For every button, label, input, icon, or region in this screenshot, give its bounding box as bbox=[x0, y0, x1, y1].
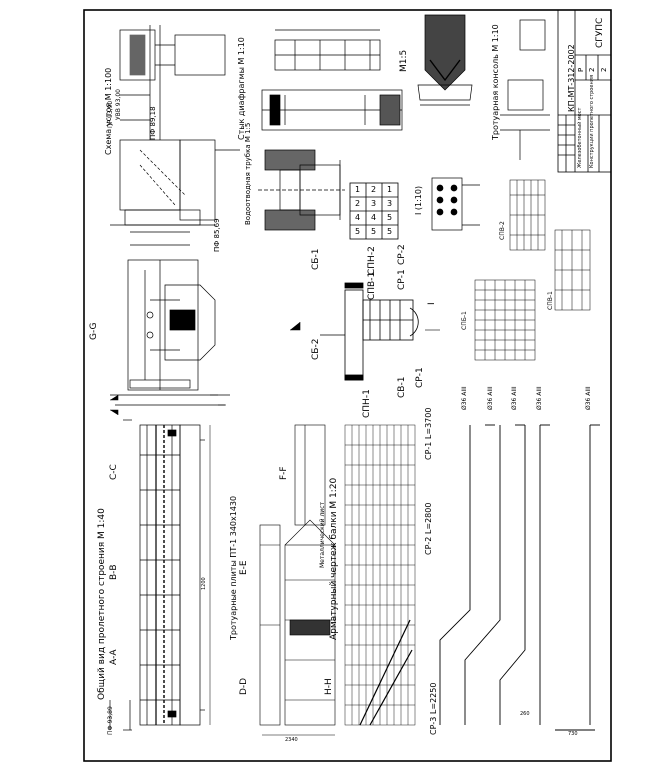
level-pr1: ПР 93,90 bbox=[107, 100, 114, 128]
rebar-label-spn1: СПН-1 bbox=[362, 389, 372, 418]
node-i-mark: I bbox=[427, 302, 437, 305]
label-gg: G-G bbox=[89, 322, 99, 340]
rebar-label-cp1: СР-1 L=3700 bbox=[424, 407, 433, 460]
title-org: СГУПС bbox=[595, 17, 605, 48]
bar-mark-a: Ø36 AIII bbox=[461, 386, 468, 410]
bar-mark-d: Ø36 AIII bbox=[536, 386, 543, 410]
table-cell: 2 bbox=[355, 199, 361, 208]
table-cell: 1 bbox=[387, 185, 393, 194]
drain-detail-title: Водоотводная трубка М 1:5 bbox=[244, 122, 252, 225]
table-cell: 1 bbox=[355, 185, 361, 194]
rebar-cages bbox=[474, 179, 591, 361]
rebar-label-sv1: СВ-1 bbox=[397, 376, 407, 398]
m15-detail bbox=[417, 14, 473, 106]
level-pr2: УВВ 93,00 bbox=[115, 89, 122, 120]
bar-mark-c: Ø36 AIII bbox=[511, 386, 518, 410]
sidewalk-slabs-title: Тротуарные плиты ПТ-1 340х1430 bbox=[229, 495, 238, 640]
rebar-label-sb1: СБ-1 bbox=[311, 248, 321, 270]
level-pd: ПФ 93,89 bbox=[107, 706, 114, 735]
table-cell: 2 bbox=[371, 185, 377, 194]
beam-section bbox=[320, 282, 419, 381]
title-code: КП-МТ-312-2002 bbox=[567, 44, 576, 112]
table-cell: 5 bbox=[387, 227, 393, 236]
bar-mark-b: Ø36 AIII bbox=[487, 386, 494, 410]
node-i-title: I (1:10) bbox=[414, 185, 423, 215]
rebar-label-sr1-top: СР-1 bbox=[397, 269, 407, 290]
section-dd-ee bbox=[259, 424, 336, 736]
table-cell: 5 bbox=[371, 227, 377, 236]
node-i-detail bbox=[431, 177, 480, 231]
dim-730: 730 bbox=[568, 731, 578, 737]
drain-detail bbox=[258, 149, 345, 231]
table-cell: 5 bbox=[387, 213, 393, 222]
label-bb: В-В bbox=[109, 564, 119, 580]
table-cell: 5 bbox=[355, 227, 361, 236]
rebar-label-spv1: СПВ-1 bbox=[367, 271, 377, 300]
label-dd: D-D bbox=[239, 677, 249, 695]
title-block bbox=[557, 9, 612, 173]
bent-bars bbox=[439, 424, 600, 731]
dim-260: 260 bbox=[520, 711, 530, 717]
title-subject-main: Железобетонный мост bbox=[577, 107, 583, 168]
level-pr3: ПФ 89,18 bbox=[149, 106, 157, 140]
label-ff: F-F bbox=[279, 466, 289, 480]
table-cell: 3 bbox=[387, 199, 393, 208]
title-sheets-total: 2 bbox=[600, 67, 608, 72]
table-cell: 4 bbox=[371, 213, 377, 222]
abutment-scheme bbox=[110, 25, 240, 226]
general-view bbox=[109, 419, 211, 731]
bar-mark-e: Ø36 AIII bbox=[585, 386, 592, 410]
general-view-title: Общий вид пролетного строения М 1:40 bbox=[97, 508, 107, 700]
rebar-label-spn2: СПН-2 bbox=[367, 246, 377, 275]
metal-sheet-note: Металлический лист bbox=[319, 501, 326, 568]
rebar-label-sr2: СР-2 bbox=[397, 244, 407, 265]
label-hh: H-H bbox=[324, 678, 334, 695]
rebar-label-cp2: СР-2 L=2800 bbox=[424, 502, 433, 555]
rebar-label-sb2: СБ-2 bbox=[311, 338, 321, 360]
label-cc: С-С bbox=[109, 464, 119, 480]
section-markers bbox=[110, 322, 440, 415]
title-sheet-label: Р bbox=[577, 67, 585, 72]
label-aa: А-А bbox=[109, 649, 119, 665]
rebar-label-cp3: СР-3 L=2250 bbox=[429, 682, 438, 735]
joint-detail bbox=[261, 29, 403, 131]
title-sheet-no: 2 bbox=[588, 67, 596, 72]
title-subject-sub: Конструкции пролетного строения bbox=[589, 75, 595, 168]
sidewalk-console bbox=[500, 19, 550, 160]
rebar-label-spb1: СПБ-1 bbox=[461, 311, 468, 330]
sheet-border bbox=[83, 9, 612, 762]
console-detail-title: Тротуарная консоль М 1:10 bbox=[491, 24, 500, 140]
dim-1200: 1200 bbox=[201, 577, 207, 590]
rebar-label-sr1-bottom: СР-1 bbox=[415, 367, 425, 388]
dim-2340: 2340 bbox=[285, 737, 298, 743]
section-gg bbox=[110, 231, 230, 406]
rebar-mesh bbox=[344, 424, 416, 726]
table-cell: 3 bbox=[371, 199, 377, 208]
rebar-drawing-title: Арматурный чертеж балки М 1:20 bbox=[329, 477, 339, 640]
rebar-label-spv1b: СПВ-1 bbox=[547, 291, 554, 310]
table-cell: 4 bbox=[355, 213, 361, 222]
level-pr4: ПФ 85,69 bbox=[213, 218, 221, 252]
label-ee: Е-Е bbox=[239, 560, 249, 575]
spec-table bbox=[349, 182, 399, 240]
rebar-label-spv2: СПВ-2 bbox=[499, 221, 506, 240]
m15-label: М1:5 bbox=[399, 49, 409, 72]
